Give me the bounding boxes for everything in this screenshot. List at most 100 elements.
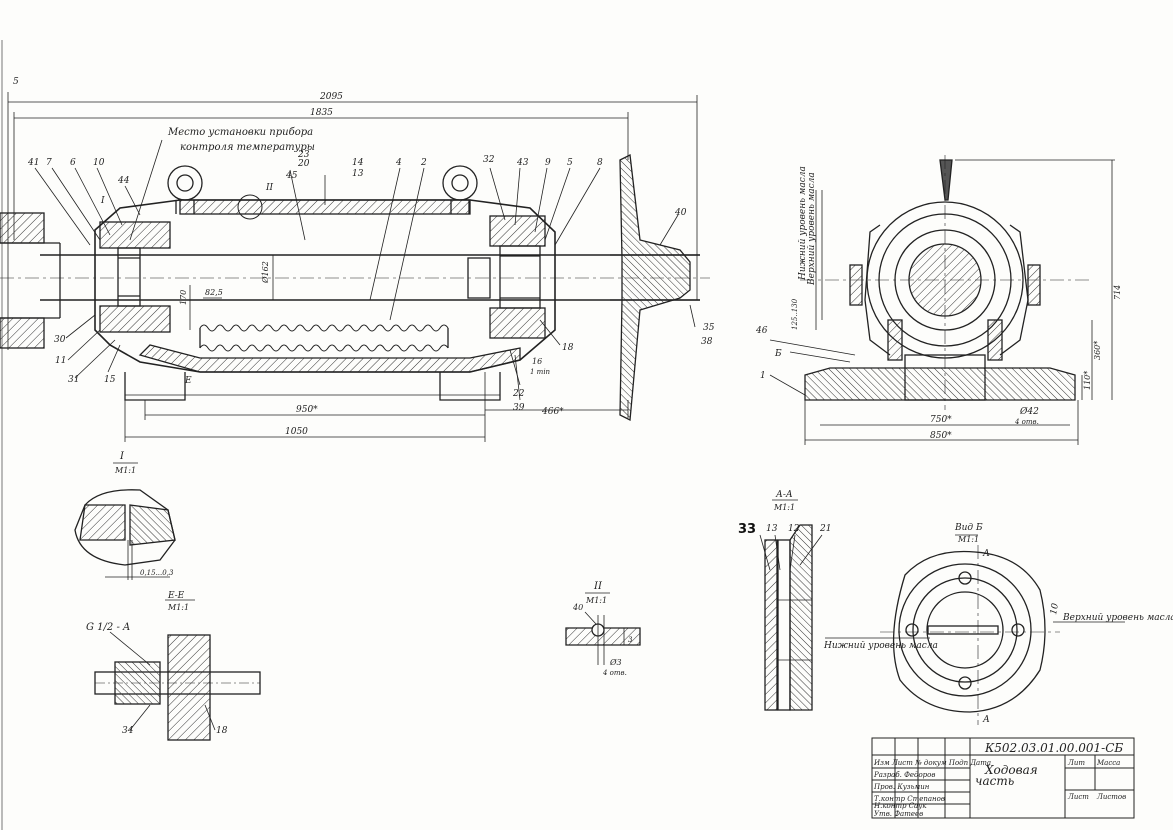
dim-main-length: 1835 [310, 108, 333, 118]
dim-pitch-825: 82,5 [205, 288, 223, 297]
front-dim-750: 750* [930, 415, 952, 425]
callout-5: 5 [567, 158, 573, 168]
note-sensor-line2: контроля температуры [180, 142, 315, 153]
callout-20: 20 [297, 159, 310, 169]
callout-46: 46 [755, 326, 768, 336]
section-view-EE [94, 599, 261, 741]
section-AA-scale: М1:1 [773, 503, 795, 512]
detail-I-scale: М1:1 [114, 466, 136, 475]
callout-6: 6 [70, 158, 76, 168]
section-EE-scale: М1:1 [167, 603, 189, 612]
callout-2: 2 [420, 158, 427, 168]
detail-II-dim-3: 3 [628, 636, 633, 644]
col-sheet: Лист [1067, 793, 1089, 801]
tb-row-5: Н.контр Саук [873, 802, 927, 810]
section-EE-thread: G 1/2 - A [86, 622, 130, 633]
view-B-section-mark-bottom: А [982, 715, 990, 725]
note-dim-16b: 1 min [530, 368, 551, 376]
callout-40: 40 [674, 208, 687, 218]
section-AA-callout-12: 12 [788, 524, 800, 534]
callout-11: 11 [55, 356, 66, 366]
tb-row-2: Разраб. Федоров [873, 771, 935, 779]
title-block [871, 737, 1135, 819]
doc-name-line2: часть [975, 774, 1014, 788]
title-block-text: К502.03.01.00.001-СБ Ходовая часть Лит М… [873, 741, 1126, 818]
callout-8: 8 [597, 158, 603, 168]
section-AA-callout-21: 21 [819, 524, 831, 534]
col-lit: Лит [1067, 759, 1085, 767]
section-EE-title: Е-Е [167, 591, 185, 601]
doc-name-line1: Ходовая [984, 763, 1038, 777]
callout-35: 35 [703, 323, 715, 333]
tb-row-4: Т.контр Степанов [874, 795, 945, 803]
front-dim-110: 110* [1083, 371, 1092, 390]
callout-22: 22 [512, 389, 525, 399]
section-EE-callout-18: 18 [216, 726, 228, 736]
view-B-title: Вид Б [954, 523, 983, 533]
detail-view-II [565, 592, 641, 665]
callout-II: II [265, 183, 274, 193]
section-view-AA [759, 499, 823, 711]
dim-overall-length: 2095 [319, 92, 343, 102]
front-dim-holes-count: 4 отв. [1014, 418, 1039, 426]
front-note-oil-low: Нижний уровень масла [798, 166, 808, 281]
tb-row-1: Изм Лист № докум Подп Дата [873, 759, 991, 767]
section-AA-callout-13: 13 [766, 524, 778, 534]
front-note-oil-high: Верхний уровень масла [807, 172, 817, 286]
callout-41: 41 [27, 158, 39, 168]
callout-13: 13 [352, 169, 364, 179]
view-B-callout-10: 10 [1049, 602, 1061, 615]
section-AA-title: А-А [775, 490, 793, 500]
main-view-labels: 2095 1835 Место установки прибора контро… [13, 77, 715, 437]
callout-30: 30 [54, 335, 66, 345]
callout-7: 7 [46, 158, 52, 168]
callout-18: 18 [562, 343, 574, 353]
callout-43: 43 [516, 158, 529, 168]
callout-23: 23 [297, 150, 310, 160]
callout-I: I [100, 196, 105, 206]
section-EE-callout-34: 34 [122, 726, 134, 736]
view-B-oil-high: Верхний уровень масла [1062, 613, 1173, 623]
callout-38: 38 [701, 337, 713, 347]
callout-1: 1 [760, 371, 766, 381]
front-dim-714: 714 [1113, 285, 1122, 300]
callout-B: Б [774, 349, 782, 359]
tb-row-6: Утв. Фатеев [874, 810, 923, 818]
note-sensor-line1: Место установки прибора [167, 127, 313, 138]
callout-15: 15 [104, 375, 116, 385]
callout-9: 9 [545, 158, 551, 168]
dim-base-950: 950* [296, 405, 318, 415]
callout-45: 45 [285, 171, 298, 181]
callout-14: 14 [352, 158, 364, 168]
detail-view-I [74, 462, 176, 580]
view-B [825, 534, 1125, 725]
front-view [769, 155, 1115, 445]
main-section-view [0, 92, 710, 442]
section-AA-callout-33: 33 [738, 522, 756, 537]
detail-I-title: I [119, 451, 125, 462]
callout-10: 10 [93, 158, 105, 168]
tb-row-3: Пров. Кузьмин [873, 783, 930, 791]
dim-offset-466: 466* [541, 407, 564, 417]
detail-II-title: II [593, 581, 603, 592]
detail-II-hole: Ø3 [609, 658, 622, 667]
doc-number: К502.03.01.00.001-СБ [984, 741, 1123, 755]
detail-I-gap: 0,15...0,3 [140, 569, 174, 577]
dim-shaft-162: Ø162 [261, 261, 270, 284]
callout-32: 32 [483, 155, 495, 165]
detail-II-hole-count: 4 отв. [602, 669, 627, 677]
detail-II-scale: М1:1 [585, 596, 607, 605]
callout-44: 44 [117, 176, 130, 186]
col-sheets: Листов [1096, 793, 1126, 801]
callout-4: 4 [395, 158, 402, 168]
callout-31: 31 [68, 375, 79, 385]
note-dim-16: 16 [532, 357, 542, 366]
detail-II-callout-40: 40 [572, 603, 583, 612]
callout-5-left: 5 [13, 77, 19, 87]
dim-170: 170 [179, 290, 188, 305]
front-dim-360: 360* [1093, 341, 1102, 360]
view-B-oil-low: Нижний уровень масла [823, 641, 938, 651]
front-dim-125: 125..130 [791, 298, 799, 330]
view-B-scale: М1:1 [957, 535, 979, 544]
callout-39: 39 [513, 403, 525, 413]
